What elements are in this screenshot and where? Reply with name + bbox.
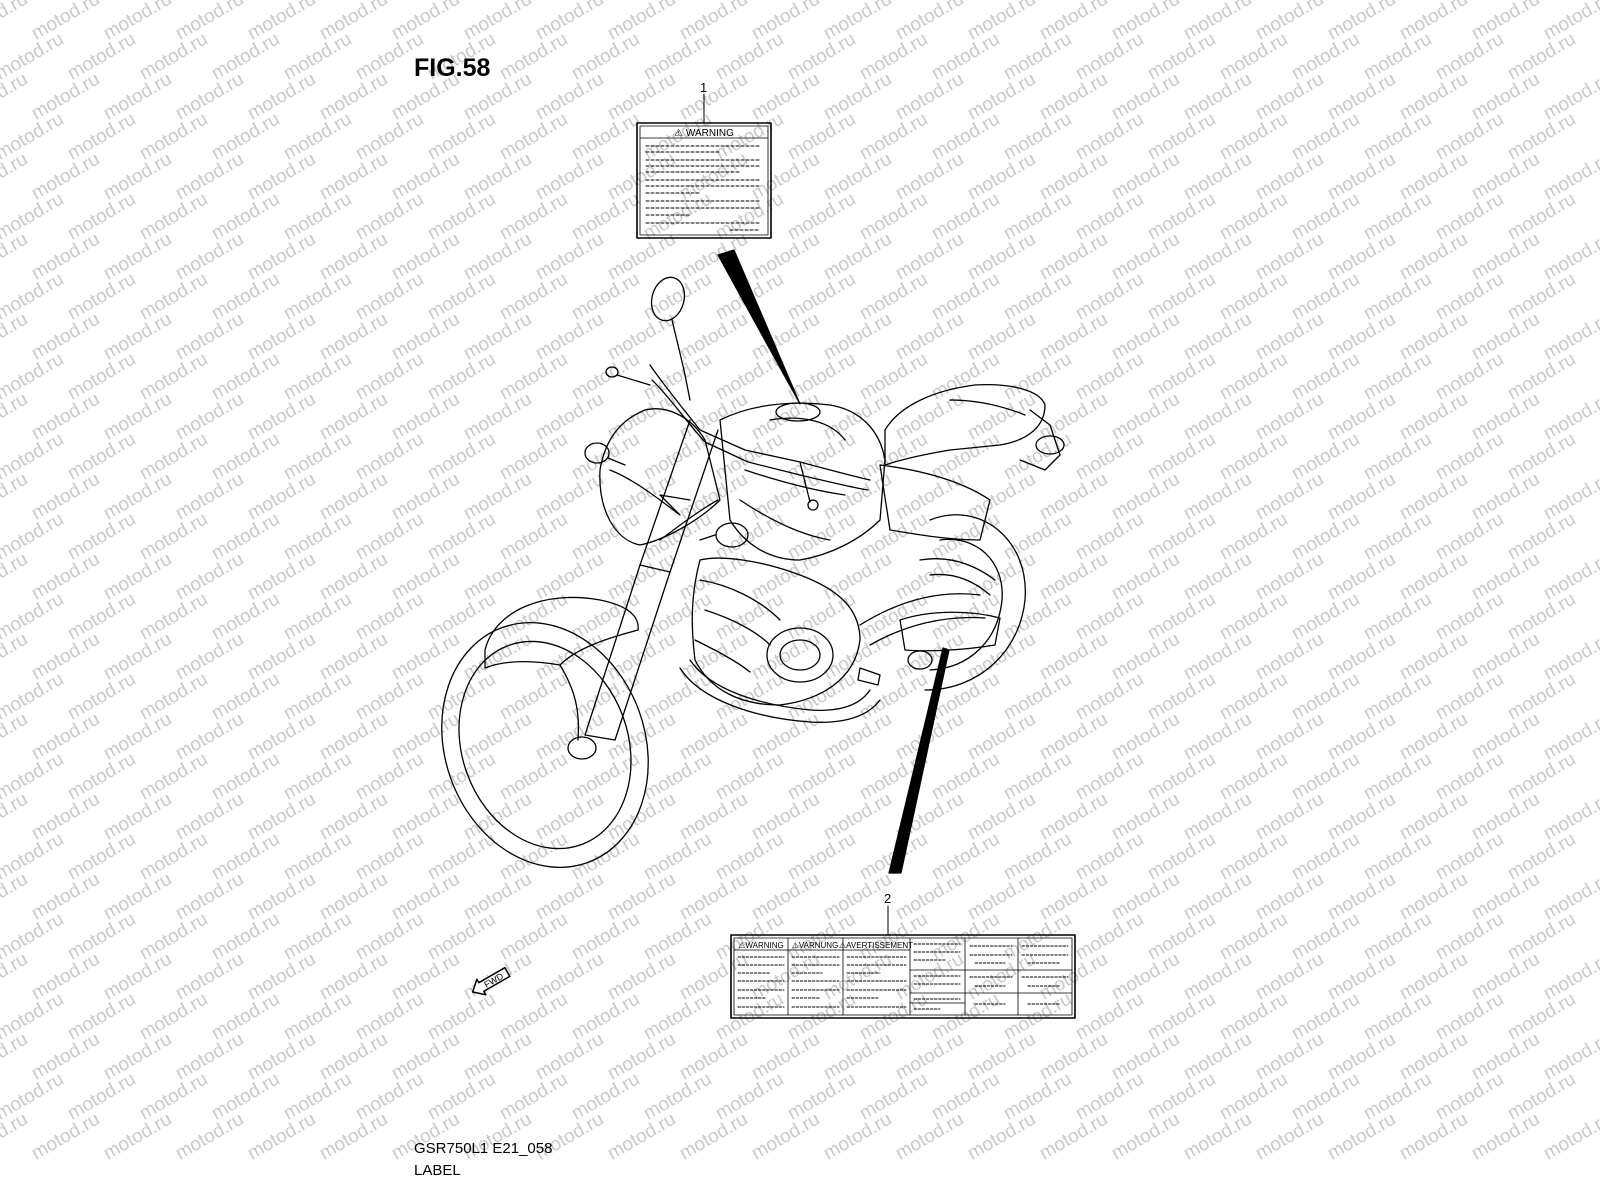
diagram-code: GSR750L1 E21_058 bbox=[414, 1140, 553, 1157]
label-2-heading-fr: ⚠AVERTISSEMENT bbox=[839, 941, 913, 950]
warning-label-2[interactable]: ⚠WARNING ⚠VARNUNG ⚠AVERTISSEMENT bbox=[730, 934, 1076, 1019]
figure-title: FIG.58 bbox=[414, 54, 491, 82]
pointer-2 bbox=[888, 647, 950, 874]
label-2-heading-de: ⚠VARNUNG bbox=[792, 941, 839, 950]
callout-number-1: 1 bbox=[700, 80, 708, 95]
diagram-caption: LABEL bbox=[414, 1162, 461, 1179]
callout-number-2: 2 bbox=[884, 891, 892, 906]
pointer-1 bbox=[717, 249, 801, 405]
fwd-arrow-icon: FWD bbox=[471, 966, 511, 996]
warning-label-1[interactable]: ⚠ WARNING bbox=[636, 122, 772, 239]
label-2-heading-en: ⚠WARNING bbox=[738, 941, 784, 950]
warning-label-1-heading: ⚠ WARNING bbox=[674, 128, 734, 139]
motorcycle-drawing bbox=[441, 276, 1065, 868]
